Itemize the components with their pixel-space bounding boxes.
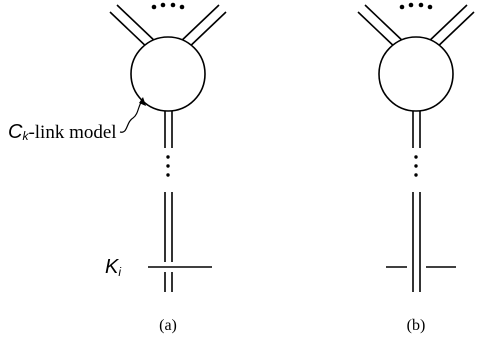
panel-b	[357, 4, 475, 292]
panel-a-upper-left-strands	[109, 4, 159, 52]
panel-b-upper-left-strands	[357, 4, 407, 52]
panel-a-callout-arrowhead	[139, 97, 146, 106]
panel-b-vertical-strands-bottom	[412, 192, 421, 292]
panel-a-link-model-circle	[130, 36, 206, 112]
panel-a-vertical-dots	[166, 155, 170, 177]
panel-b-caption: (b)	[407, 317, 426, 334]
panel-b-top-dots	[399, 2, 433, 10]
panel-b-vertical-dots	[414, 155, 418, 177]
panel-a-callout-label: Ck-link model	[8, 121, 117, 143]
panel-a	[109, 4, 227, 292]
panel-a-caption: (a)	[159, 317, 177, 334]
panel-a-top-dots	[151, 2, 185, 10]
panel-a-knot-label: Ki	[105, 256, 121, 279]
panel-b-upper-right-strands	[425, 4, 475, 52]
panel-a-vertical-strands-top	[164, 111, 173, 148]
panel-b-link-model-circle	[378, 36, 454, 112]
panel-a-upper-right-strands	[177, 4, 227, 52]
panel-b-vertical-strands-top	[412, 111, 421, 148]
panel-a-callout-arrow	[119, 99, 144, 133]
panel-a-vertical-strands-bottom	[164, 192, 173, 292]
